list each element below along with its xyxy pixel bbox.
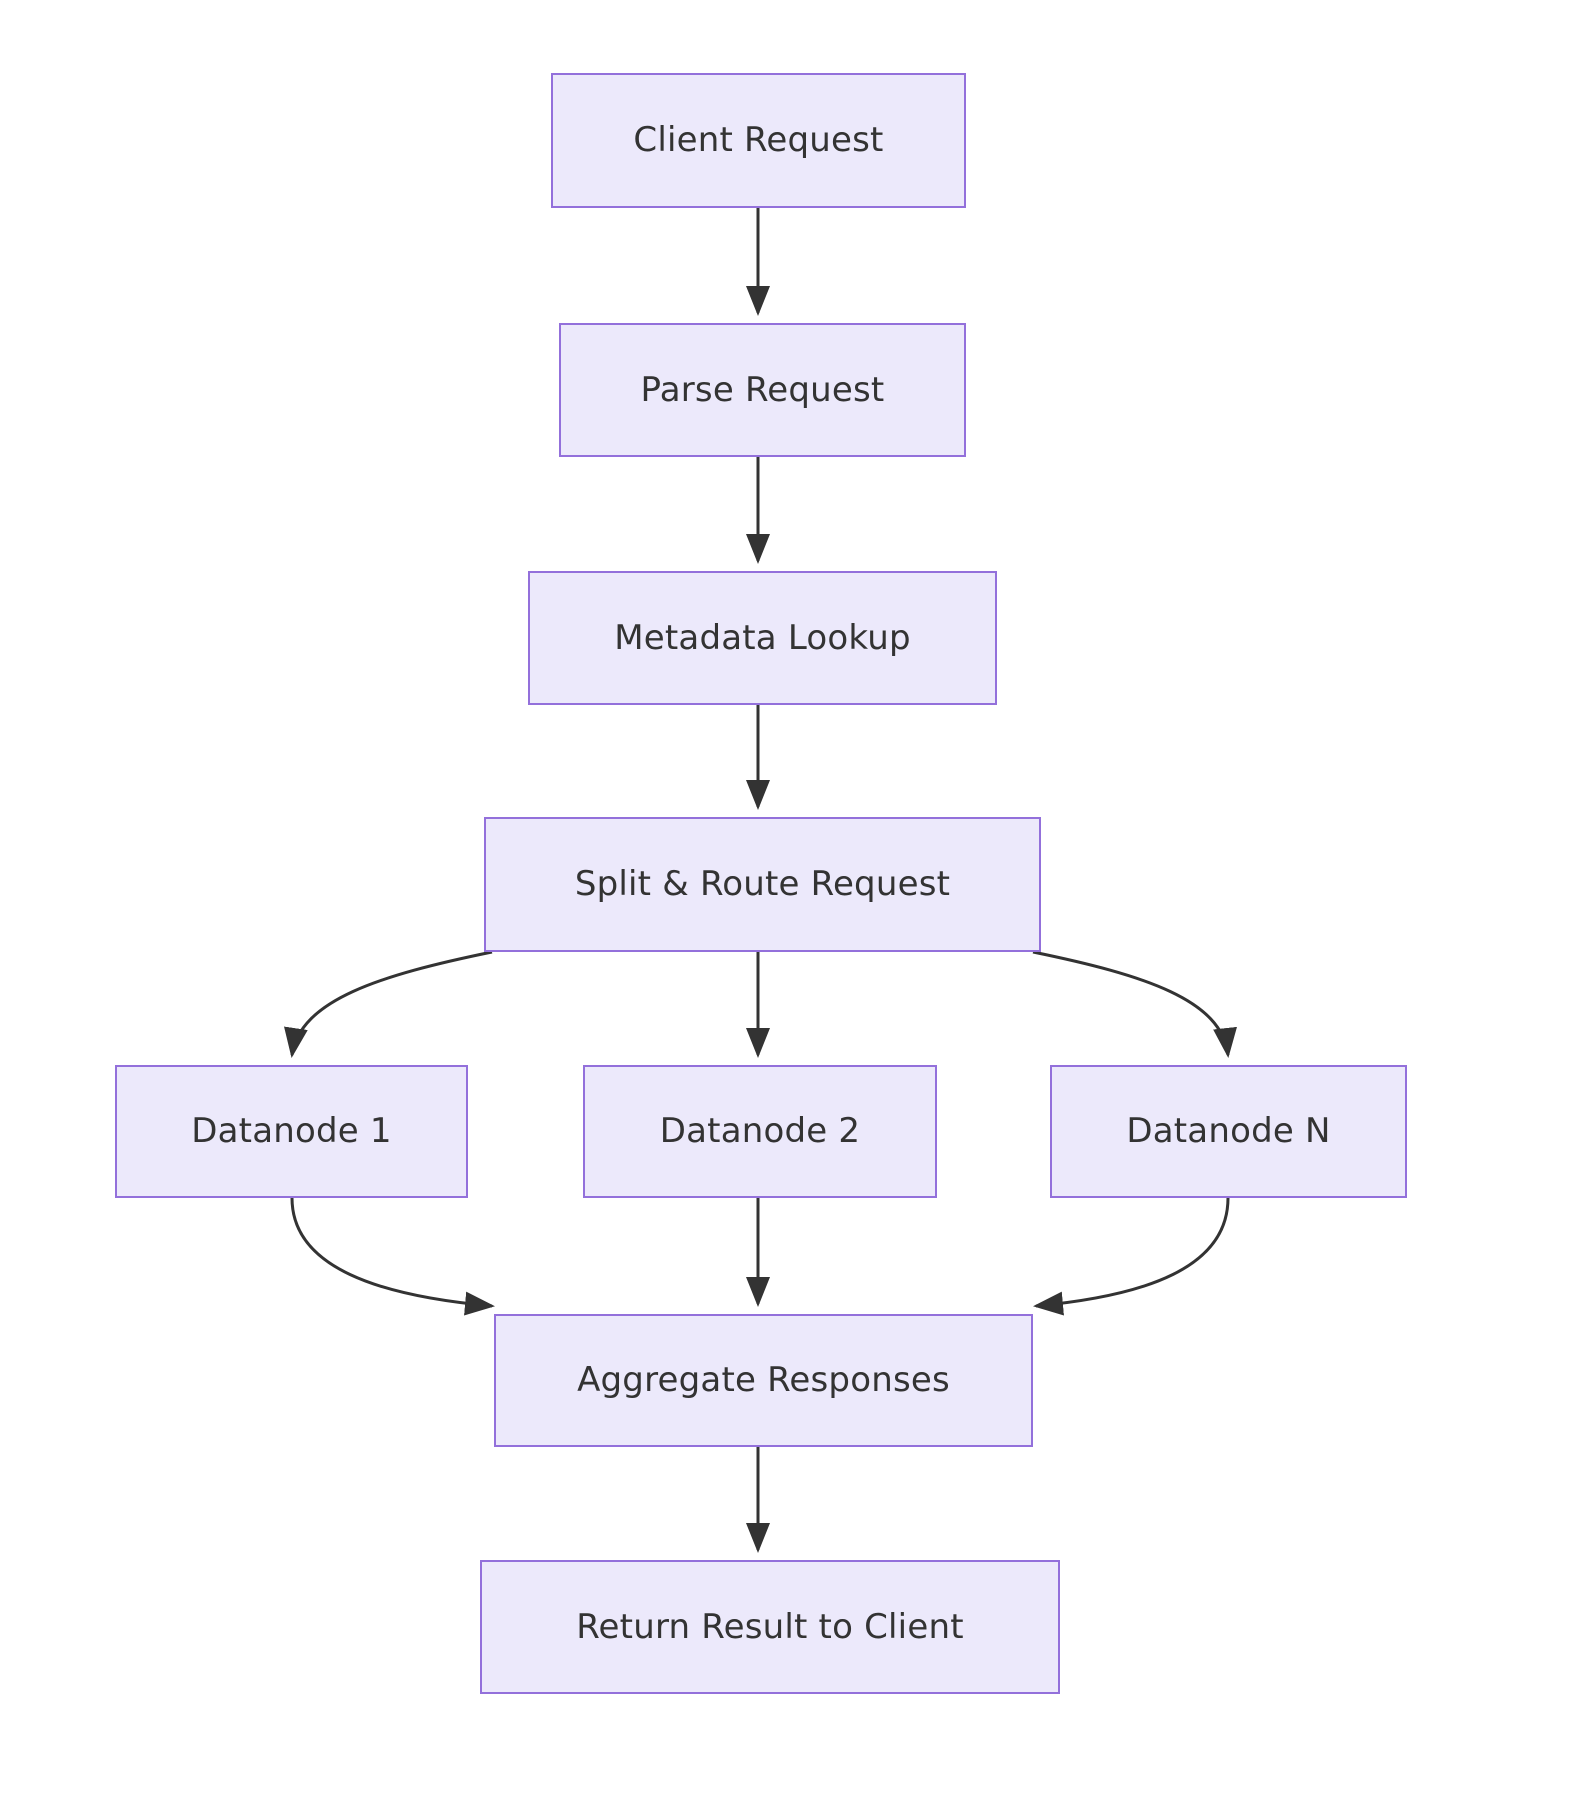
node-label-datanode-1: Datanode 1 (191, 1111, 392, 1152)
node-client-request[interactable]: Client Request (551, 73, 966, 208)
node-return-result-to-client[interactable]: Return Result to Client (480, 1560, 1060, 1694)
node-label-datanode-2: Datanode 2 (659, 1111, 861, 1152)
node-label-datanode-n: Datanode N (1126, 1111, 1331, 1152)
node-aggregate-responses[interactable]: Aggregate Responses (494, 1314, 1033, 1447)
node-label-aggregate-responses: Aggregate Responses (577, 1360, 950, 1401)
node-datanode-n[interactable]: Datanode N (1050, 1065, 1407, 1198)
node-datanode-1[interactable]: Datanode 1 (115, 1065, 468, 1198)
edge-split-route-request-to-datanode-1 (284, 950, 493, 1058)
node-metadata-lookup[interactable]: Metadata Lookup (528, 571, 997, 705)
edge-datanode-1-to-aggregate-responses (290, 1197, 495, 1316)
node-label-parse-request: Parse Request (640, 369, 885, 410)
node-label-metadata-lookup: Metadata Lookup (614, 617, 911, 658)
node-datanode-2[interactable]: Datanode 2 (583, 1065, 937, 1198)
edge-datanode-n-to-aggregate-responses (1033, 1197, 1230, 1316)
edge-split-route-request-to-datanode-n (1032, 950, 1237, 1058)
node-split-route-request[interactable]: Split & Route Request (484, 817, 1041, 952)
node-label-return-result-to-client: Return Result to Client (576, 1606, 964, 1647)
node-label-split-route-request: Split & Route Request (574, 864, 951, 905)
node-parse-request[interactable]: Parse Request (559, 323, 966, 457)
node-label-client-request: Client Request (633, 120, 884, 161)
